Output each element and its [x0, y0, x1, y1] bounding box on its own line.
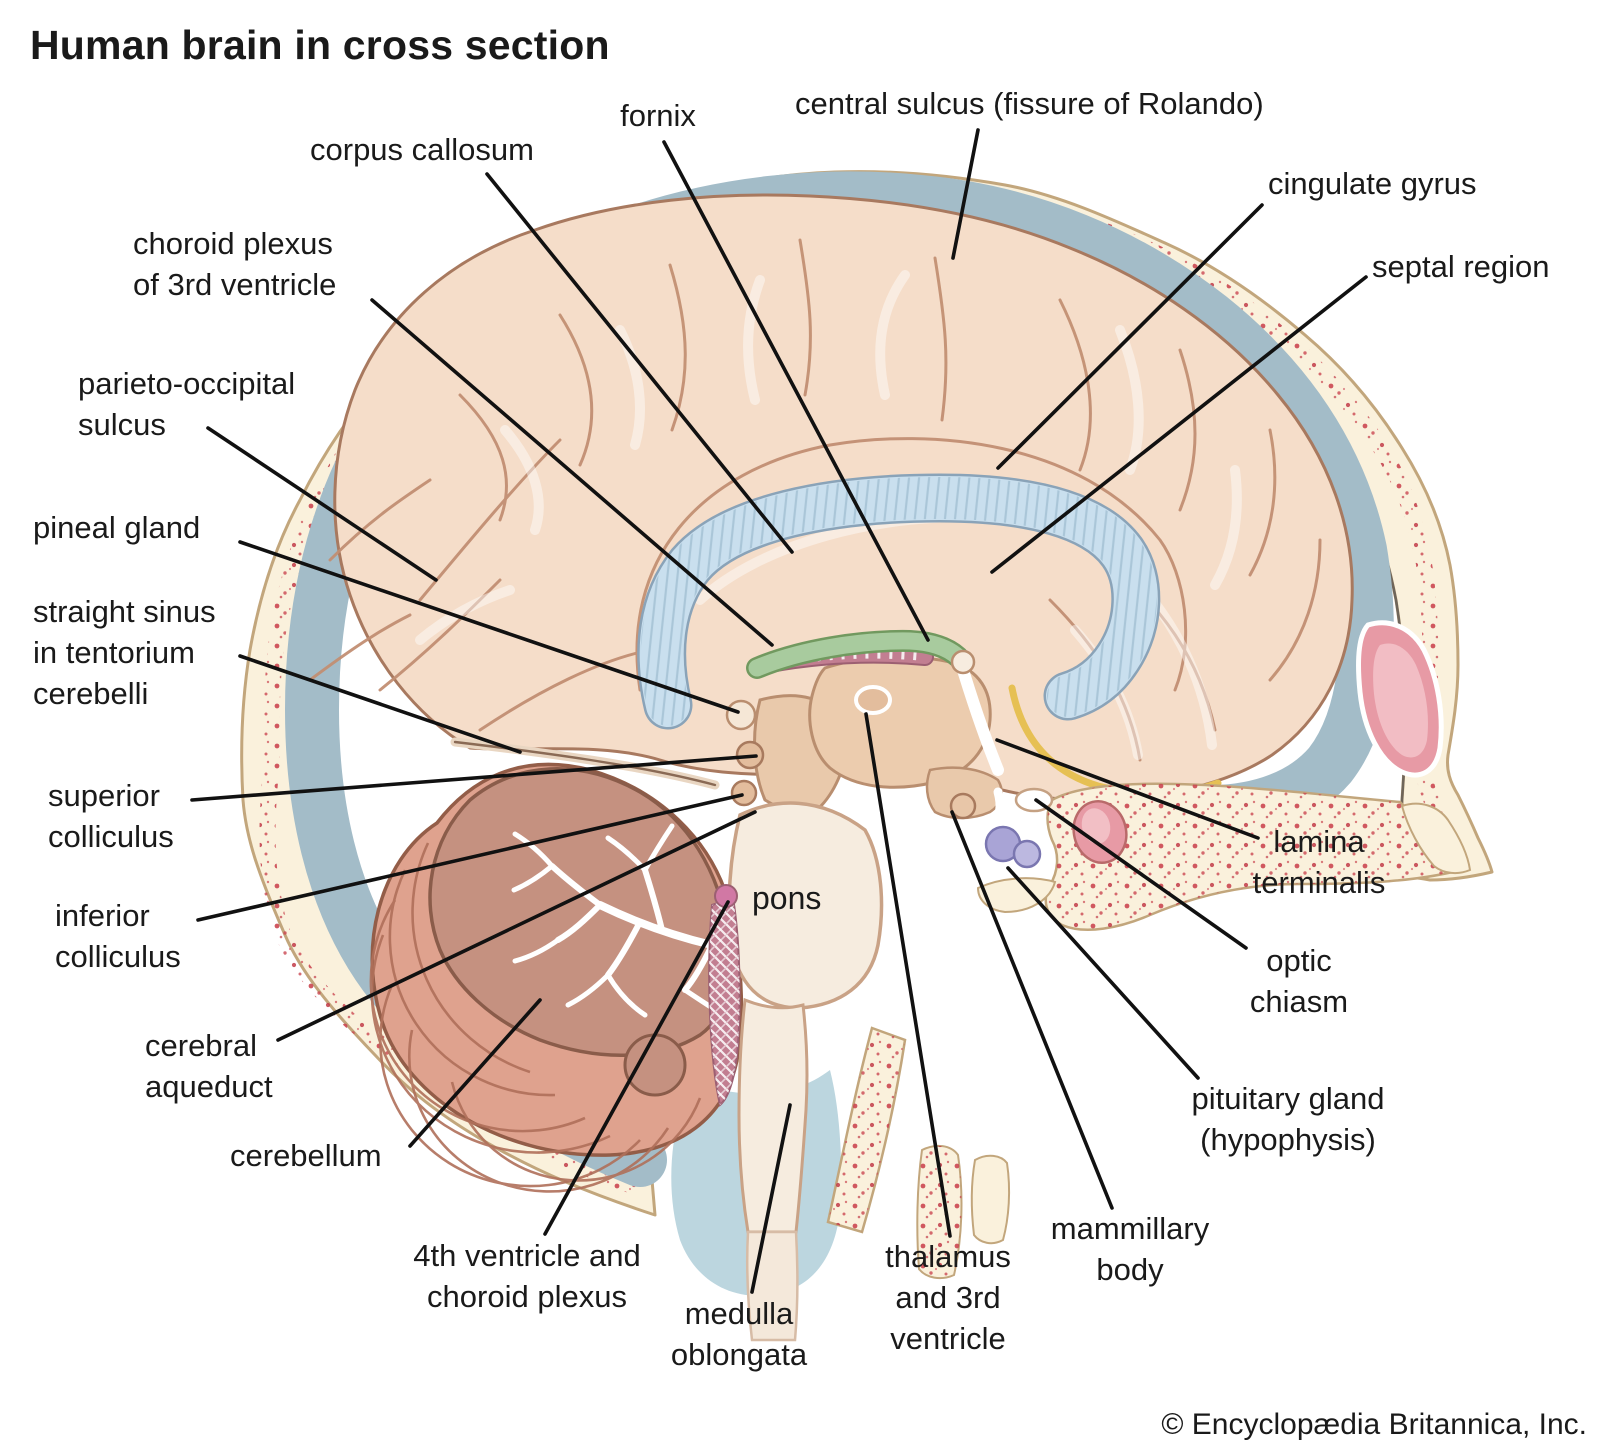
corpus-callosum-system: [637, 473, 1161, 730]
label-fourth-ventricle: 4th ventricle and choroid plexus: [413, 1238, 641, 1314]
label-thalamus-3rd-ventricle: thalamus and 3rd ventricle: [885, 1239, 1011, 1356]
sphenoid-sinus-inner: [1081, 808, 1111, 844]
anterior-commissure: [950, 649, 976, 675]
leader-thalamus: [864, 712, 952, 1238]
inferior-colliculus-bump: [730, 779, 758, 807]
page-title: Human brain in cross section: [30, 22, 610, 68]
infundibulum: [987, 787, 1005, 832]
label-pons: pons: [752, 880, 822, 916]
medulla-body: [737, 997, 809, 1234]
label-septal-region: septal region: [1372, 249, 1550, 284]
leader-straight-sinus: [238, 654, 522, 754]
leader-corpus-callosum: [485, 172, 794, 554]
label-choroid-plexus-3rd: choroid plexus of 3rd ventricle: [133, 226, 337, 302]
label-fornix: fornix: [620, 98, 696, 133]
leader-optic-chiasm: [1034, 798, 1248, 950]
leader-pituitary: [1006, 866, 1200, 1080]
label-medulla-oblongata: medulla oblongata: [670, 1296, 808, 1372]
tentorium-cerebelli: [450, 737, 720, 790]
pituitary: [984, 787, 1054, 869]
brainstem: [708, 694, 884, 1342]
copyright-credit: © Encyclopædia Britannica, Inc.: [1161, 1408, 1587, 1441]
clivus-speckles: [828, 1028, 905, 1232]
pineal-gland-knob: [725, 699, 757, 731]
label-straight-sinus: straight sinus in tentorium cerebelli: [33, 594, 216, 711]
label-central-sulcus: central sulcus (fissure of Rolando): [795, 86, 1264, 121]
skull-base: [826, 620, 1472, 1280]
label-mammillary-body: mammillary body: [1050, 1211, 1210, 1287]
mammillary-body-bump: [949, 792, 977, 820]
leader-pineal-gland: [238, 540, 740, 714]
leader-fornix: [662, 140, 930, 642]
leader-fourth-ventricle: [543, 900, 730, 1236]
gyri-highlights: [415, 270, 1242, 760]
label-cerebellum: cerebellum: [230, 1138, 382, 1173]
deep-structures: [725, 654, 1222, 820]
leader-medulla: [750, 1103, 792, 1294]
frontal-sinus-inner: [1373, 643, 1428, 758]
label-optic-chiasm: optic chiasm: [1249, 943, 1349, 1019]
cerebellum-vermis: [428, 767, 733, 1057]
leader-superior-colliculus: [190, 754, 758, 802]
leader-lamina-terminalis: [995, 738, 1260, 840]
label-cingulate-gyrus: cingulate gyrus: [1268, 166, 1477, 201]
label-inferior-colliculus: inferior colliculus: [55, 898, 181, 974]
label-pituitary-gland: pituitary gland (hypophysis): [1191, 1081, 1385, 1157]
leader-choroid-plexus-3rd: [370, 298, 774, 647]
leader-septal-region: [990, 275, 1368, 574]
leader-lines: [190, 128, 1368, 1294]
leader-inferior-colliculus: [196, 793, 744, 922]
vertebra-sliver-1-speckles: [917, 1145, 962, 1279]
leader-parieto-occipital: [206, 426, 438, 582]
leader-central-sulcus: [951, 128, 980, 260]
label-parieto-occipital: parieto-occipital sulcus: [78, 366, 296, 442]
cerebellar-tonsil: [623, 1033, 687, 1097]
pituitary-posterior-lobe: [1012, 839, 1042, 869]
label-corpus-callosum: corpus callosum: [310, 132, 534, 167]
leader-cingulate-gyrus: [996, 203, 1264, 470]
vertebra-sliver-2: [970, 1154, 1011, 1245]
leader-mammillary: [950, 810, 1114, 1210]
label-cerebral-aqueduct: cerebral aqueduct: [145, 1028, 273, 1104]
label-lamina-terminalis: lamina terminalis: [1252, 824, 1386, 900]
leader-cerebral-aqueduct: [276, 810, 757, 1042]
fourth-ventricle-hatch: [709, 898, 740, 1105]
cc-striations: [640, 476, 1157, 726]
fornix-band: [748, 632, 967, 677]
sphenoid-speckles: [1045, 783, 1468, 930]
label-pineal-gland: pineal gland: [33, 510, 201, 545]
interventricular-foramen: [854, 685, 892, 715]
leader-cerebellum: [408, 998, 542, 1148]
label-superior-colliculus: superior colliculus: [48, 778, 174, 854]
ethmoid-sliver: [1400, 802, 1472, 875]
